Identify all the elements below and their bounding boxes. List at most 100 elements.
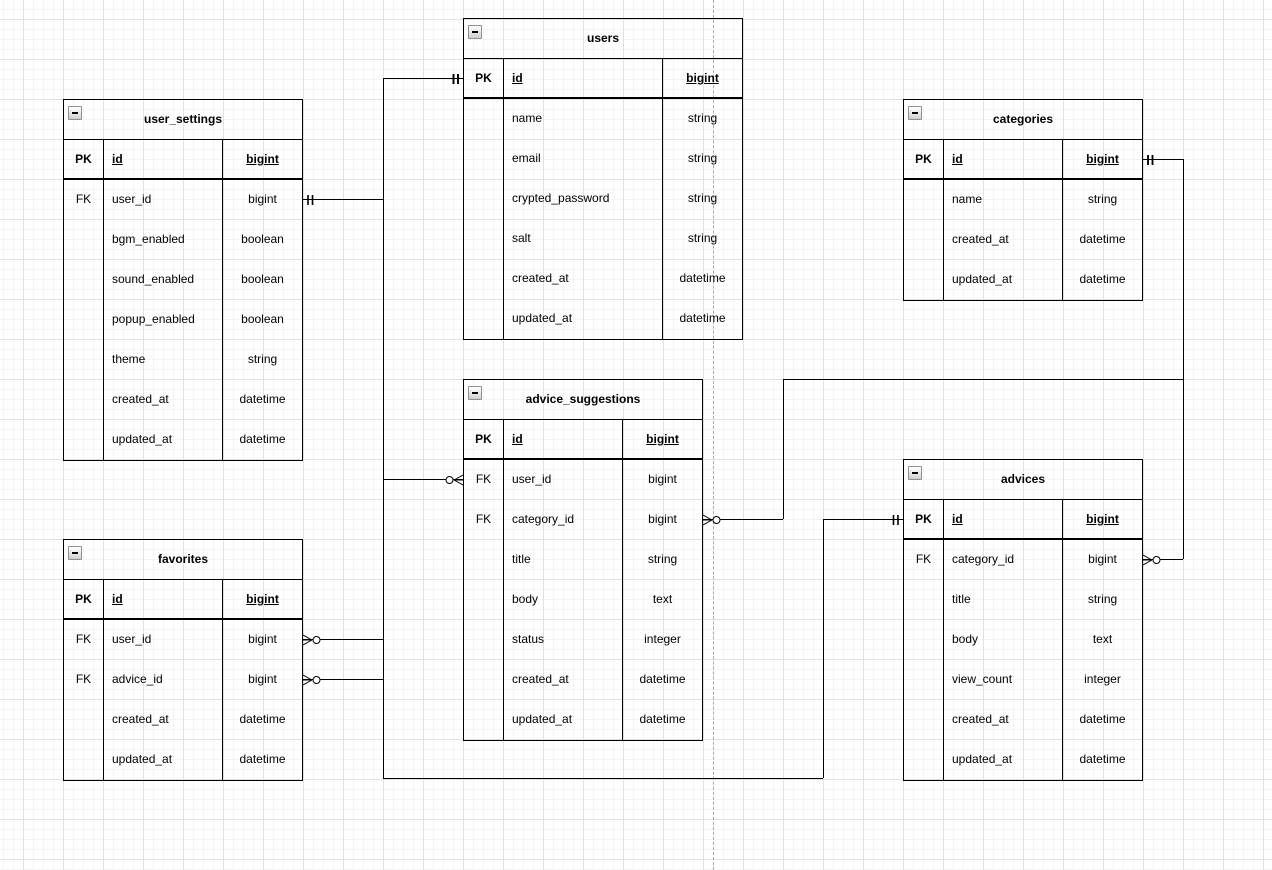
field-type: integer <box>644 632 681 646</box>
field-type: bigint <box>248 192 277 206</box>
field-type: bigint <box>248 672 277 686</box>
table-header[interactable]: favorites <box>64 540 302 580</box>
field-name: updated_at <box>112 432 173 446</box>
collapse-icon[interactable] <box>908 466 922 480</box>
field-type: string <box>1087 592 1118 606</box>
relationship-edge-advice_suggestions.category_id-categories.id[interactable] <box>783 379 1183 380</box>
relationship-edge-favorites.user_id-users.id[interactable] <box>383 78 463 79</box>
field-name-cell: id <box>104 580 222 618</box>
collapse-icon[interactable] <box>908 106 922 120</box>
field-name-cell: updated_at <box>104 740 222 780</box>
key-cell <box>64 420 104 460</box>
relationship-edge-advices.category_id-categories.id[interactable] <box>1143 159 1183 160</box>
field-name: created_at <box>112 392 169 406</box>
relationship-edge-advice_suggestions.category_id-categories.id[interactable] <box>783 379 784 519</box>
field-name-cell: user_id <box>504 460 622 500</box>
field-type: string <box>647 552 678 566</box>
field-name-cell: updated_at <box>944 740 1062 780</box>
relationship-edge-favorites.user_id-users.id[interactable] <box>383 78 384 639</box>
field-type-cell: boolean <box>222 260 302 300</box>
relationship-edge-advices.category_id-categories.id[interactable] <box>1183 159 1184 559</box>
relationship-edge-user_settings.user_id-users.id[interactable] <box>303 199 383 200</box>
relationship-edge-advice_suggestions.user_id-users.id[interactable] <box>383 479 463 480</box>
field-name-cell: user_id <box>104 620 222 660</box>
relationship-edge-advices.category_id-categories.id[interactable] <box>1143 559 1183 560</box>
collapse-icon[interactable] <box>68 106 82 120</box>
key-cell <box>64 300 104 340</box>
field-name-cell: updated_at <box>944 260 1062 300</box>
relationship-edge-favorites.advice_id-advices.id[interactable] <box>383 639 384 778</box>
relationship-edge-favorites.user_id-users.id[interactable] <box>303 639 383 640</box>
table-header[interactable]: users <box>464 19 742 59</box>
collapse-icon[interactable] <box>468 386 482 400</box>
table-header[interactable]: categories <box>904 100 1142 140</box>
field-type: string <box>687 111 718 125</box>
relationship-edge-favorites.advice_id-advices.id[interactable] <box>823 519 824 778</box>
field-name-cell: updated_at <box>504 299 662 339</box>
relationship-edge-advice_suggestions.category_id-categories.id[interactable] <box>703 519 783 520</box>
field-type: datetime <box>1079 752 1126 766</box>
field-type: string <box>687 231 718 245</box>
table-header[interactable]: advices <box>904 460 1142 500</box>
collapse-icon[interactable] <box>68 546 82 560</box>
field-name-cell: category_id <box>504 500 622 540</box>
relationship-edge-favorites.advice_id-advices.id[interactable] <box>823 519 903 520</box>
field-type-cell: bigint <box>222 620 302 660</box>
collapse-icon[interactable] <box>468 25 482 39</box>
field-type: text <box>652 592 673 606</box>
relationship-edge-favorites.advice_id-advices.id[interactable] <box>303 679 383 680</box>
relationship-edge-favorites.advice_id-advices.id[interactable] <box>383 778 823 779</box>
key-cell: PK <box>464 420 504 458</box>
cardinality-one-icon <box>883 512 903 528</box>
table-row-updated_at[interactable]: updated_at datetime <box>904 740 1142 780</box>
table-header[interactable]: advice_suggestions <box>464 380 702 420</box>
table-header[interactable]: user_settings <box>64 100 302 140</box>
field-type: datetime <box>639 712 686 726</box>
